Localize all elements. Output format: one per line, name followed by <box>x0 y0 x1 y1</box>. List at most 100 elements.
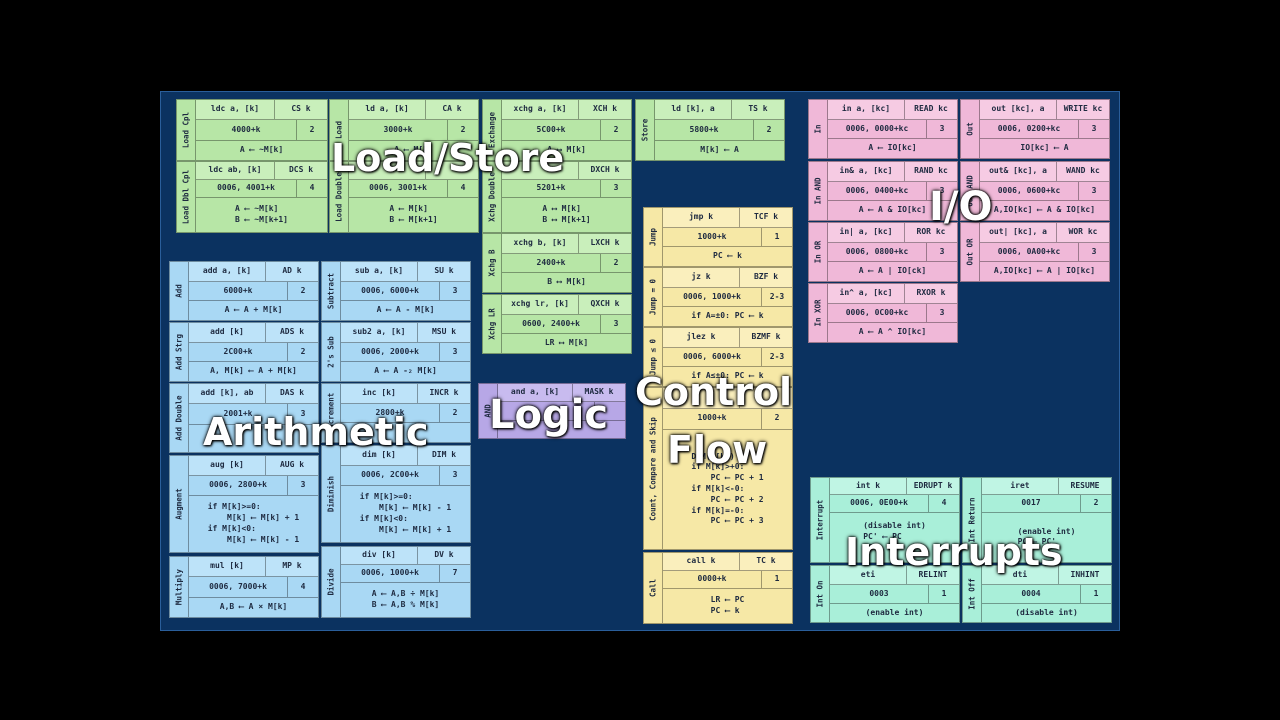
category-flow: Flow <box>667 428 768 472</box>
card-jump-zero-side-text: Jump = 0 <box>648 278 658 316</box>
card-multiply-mnemonic: mul [k] <box>189 557 266 577</box>
card-divide-mnemonic: div [k] <box>341 547 418 564</box>
card-and-row <box>498 402 625 421</box>
card-exchange-side-label: Exchange <box>483 100 502 160</box>
card-add-cycles: 2 <box>300 285 306 295</box>
card-in-cycles: 3 <box>939 123 945 133</box>
card-in-or-opcode: ROR kc <box>916 226 946 236</box>
card-count-compare-skip-side-label: Count, Compare and Skip <box>644 388 663 549</box>
card-interrupt-on-side-label: Int On <box>811 566 830 622</box>
card-load-double-complement-row: A ⟵ ~M[k] B ⟵ ~M[k+1] <box>196 198 327 232</box>
card-jump-lez-effect: if A≤±0: PC ⟵ k <box>691 371 764 381</box>
card-exchange-b-row: xchg b, [k]LXCH k <box>502 234 631 254</box>
card-in-opcode: READ kc <box>914 103 948 113</box>
card-store-side-text: Store <box>640 118 650 142</box>
card-exchange-cycles: 2 <box>613 124 619 134</box>
card-add-row: add a, [k]AD k <box>189 262 318 282</box>
card-out-or-opcode: WOR kc <box>1068 226 1098 236</box>
card-in-xor-encoding: 0006, 0C00+kc <box>828 303 927 323</box>
category-load-store: Load/Store <box>331 136 565 180</box>
card-count-compare-skip-side-text: Count, Compare and Skip <box>648 416 658 521</box>
card-exchange-lr-side-text: Xchg LR <box>487 308 497 340</box>
card-count-compare-skip-effect: DIM(M[k]) if M[k]>+0: PC ⟵ PC + 1 if M[k… <box>691 451 764 526</box>
card-interrupt-on-row: (enable int) <box>830 604 959 622</box>
card-add-double-opcode: DAS k <box>279 388 305 398</box>
card-in-or-mnemonic: in| a, [kc] <box>828 223 905 242</box>
card-in-and-opcode: RAND kc <box>914 165 948 175</box>
card-augment-opcode: AUG k <box>279 460 305 469</box>
card-out-or-mnemonic: out| [kc], a <box>980 223 1057 242</box>
card-subtract-row: sub a, [k]SU k <box>341 262 470 282</box>
card-interrupt-on-effect: (enable int) <box>865 607 924 617</box>
card-jump-opcode: TCF k <box>753 211 779 221</box>
card-augment-encoding: 0006, 2800+k <box>189 475 288 495</box>
card-load-double-complement-cycles: 4 <box>309 183 315 193</box>
card-and: AND and a, [k]MASK k <box>478 383 626 439</box>
card-exchange-b-row: B ⟷ M[k] <box>502 273 631 292</box>
card-load-double-side-label: Load Double <box>330 162 349 232</box>
card-jump-zero-effect: if A=±0: PC ⟵ k <box>691 311 764 321</box>
card-add-to-storage-side-text: Add Strg <box>174 333 184 371</box>
card-out-or-effect: A,IO[kc] ⟵ A | IO[kc] <box>993 266 1096 276</box>
card-interrupt-on-side-text: Int On <box>815 580 825 608</box>
card-load-double-complement-row: ldc ab, [k]DCS k <box>196 162 327 180</box>
card-load-double-complement-mnemonic: ldc ab, [k] <box>196 162 275 179</box>
card-interrupt-cycles: 4 <box>941 498 947 508</box>
card-load-complement-mnemonic: ldc a, [k] <box>196 100 275 120</box>
card-exchange-double-cycles: 3 <box>613 183 619 193</box>
card-out-row: IO[kc] ⟵ A <box>980 139 1109 158</box>
card-out-side-text: Out <box>965 122 975 136</box>
card-interrupt-off-cycles: 1 <box>1093 588 1099 598</box>
card-exchange-double-side-label: Xchg Double <box>483 162 502 232</box>
card-in-xor-opcode: RXOR k <box>916 287 946 297</box>
card-exchange-row: xchg a, [k] XCH k <box>502 100 631 121</box>
card-in-xor-cycles: 3 <box>939 307 945 317</box>
card-exchange-lr-effect: LR ⟷ M[k] <box>544 338 589 348</box>
card-interrupt-return-side-label: Int Return <box>963 478 982 562</box>
card-jump-lez-mnemonic: jlez k <box>663 328 740 347</box>
card-out-or-side-label: Out OR <box>961 223 980 281</box>
card-diminish-effect: if M[k]>=0: M[k] ⟵ M[k] - 1 if M[k]<0: M… <box>359 492 452 534</box>
card-exchange-lr-row: xchg lr, [k]QXCH k <box>502 295 631 315</box>
card-interrupt-off-side-text: Int Off <box>967 578 977 610</box>
card-exchange-b-side-text: Xchg B <box>487 249 497 277</box>
card-in-mnemonic: in a, [kc] <box>828 100 905 119</box>
card-store-effect: M[k] ⟵ A <box>700 144 739 154</box>
card-exchange-b-opcode: LXCH k <box>590 237 620 247</box>
card-call-effect: LR ⟵ PC PC ⟵ k <box>710 595 745 615</box>
card-increment-row: inc [k]INCR k <box>341 384 470 404</box>
card-add-to-storage-row: A, M[k] ⟵ A + M[k] <box>189 362 318 381</box>
card-load-mnemonic: ld a, [k] <box>349 100 426 120</box>
card-interrupt-opcode: EDRUPT k <box>913 480 953 490</box>
card-exchange-mnemonic: xchg a, [k] <box>502 100 579 120</box>
card-out-and-opcode: WAND kc <box>1066 165 1100 175</box>
card-exchange-opcode: XCH k <box>592 104 618 114</box>
card-count-compare-skip-row: DIM(M[k]) if M[k]>+0: PC ⟵ PC + 1 if M[k… <box>663 430 792 549</box>
